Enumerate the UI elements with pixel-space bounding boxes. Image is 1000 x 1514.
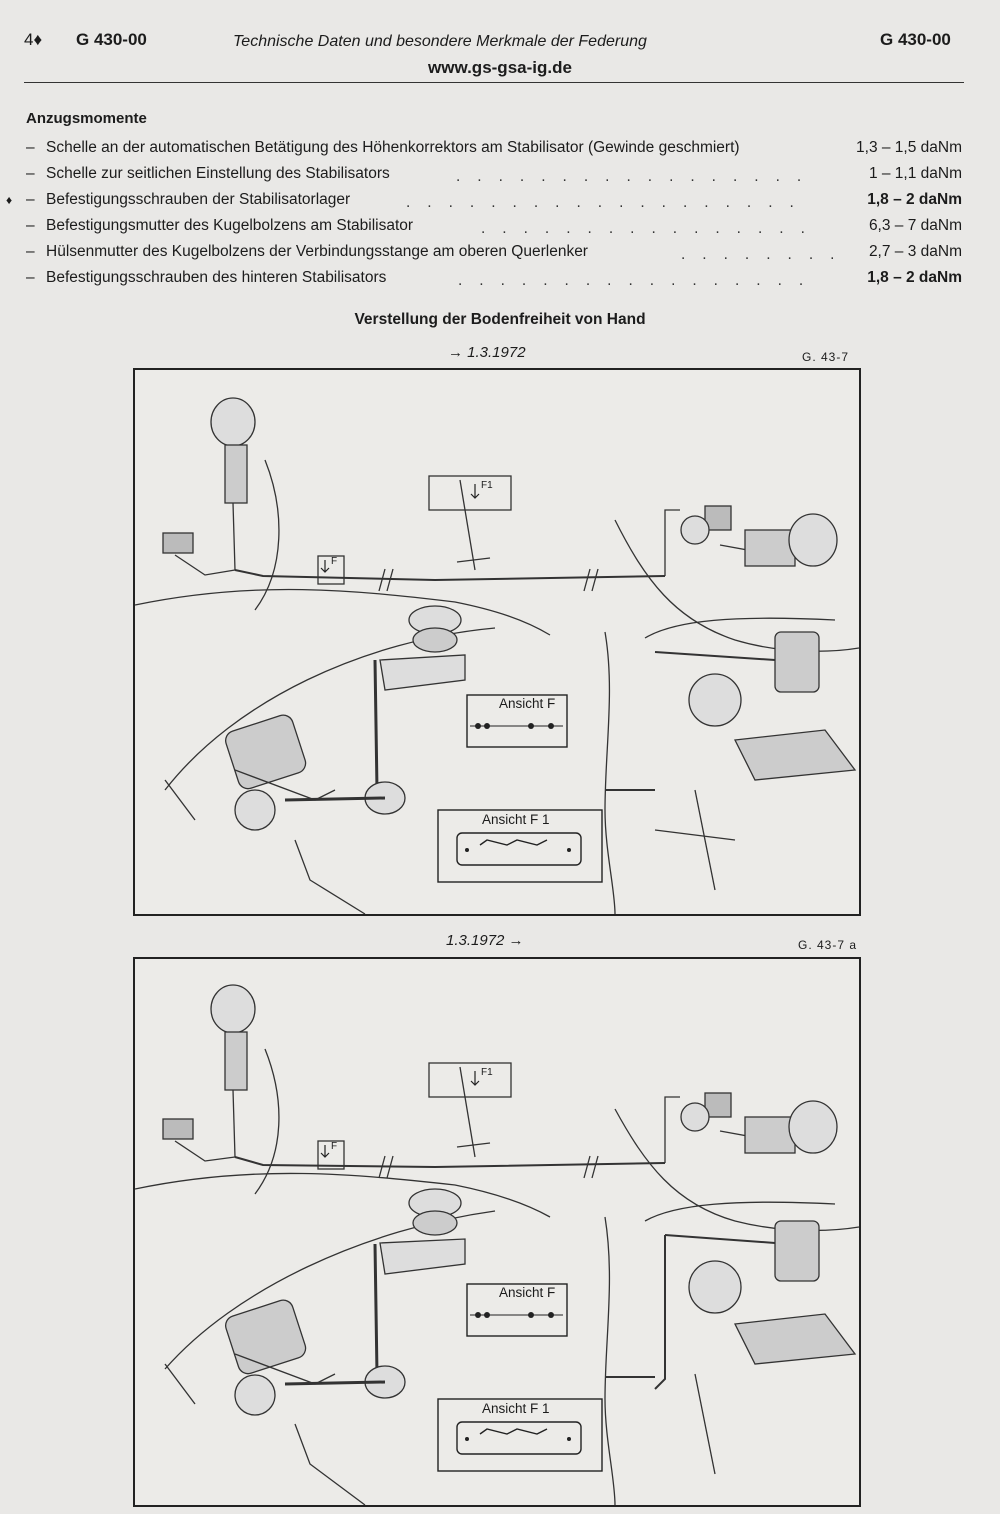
section-heading: Anzugsmomente — [26, 110, 147, 127]
figure-2-caption: 1.3.1972 → — [446, 932, 524, 949]
change-marker: ♦ — [6, 193, 13, 207]
figure-heading: Verstellung der Bodenfreiheit von Hand — [354, 311, 646, 328]
dot-leader: ................... — [406, 194, 811, 211]
torque-row: – Schelle zur seitlichen Einstellung des… — [26, 161, 966, 187]
torque-row: – Befestigungsmutter des Kugelbolzens am… — [26, 213, 966, 239]
suspension-linkage-drawing — [135, 397, 859, 914]
view-f1-label: Ansicht F 1 — [482, 812, 550, 827]
dot-leader: ........ — [681, 246, 852, 263]
list-dash: – — [26, 217, 35, 234]
torque-value: 1,3 – 1,5 daNm — [856, 139, 962, 156]
view-f-label: Ansicht F — [499, 1285, 556, 1300]
torque-value: 2,7 – 3 daNm — [868, 243, 962, 260]
figure-1-caption: → 1.3.1972 — [448, 344, 526, 361]
figure-1-drawing: Ansicht F Ansicht F 1 F F1 — [133, 368, 861, 916]
view-f1-marker: F1 — [481, 480, 493, 491]
dot-leader: ................. — [458, 272, 821, 289]
torque-value: 6,3 – 7 daNm — [868, 217, 962, 234]
torque-description: Befestigungsmutter des Kugelbolzens am S… — [46, 217, 414, 234]
figure-2-drawing: Ansicht F Ansicht F 1 F F1 — [133, 957, 861, 1507]
suspension-linkage-drawing — [135, 984, 859, 1505]
view-f1-marker: F1 — [481, 1067, 493, 1078]
dot-leader: ................ — [481, 220, 822, 237]
torque-row: ♦ – Befestigungsschrauben der Stabilisat… — [6, 187, 966, 213]
website-url: www.gs-gsa-ig.de — [428, 58, 572, 77]
torque-value: 1,8 – 2 daNm — [867, 269, 962, 286]
torque-row: – Hülsenmutter des Kugelbolzens der Verb… — [26, 239, 966, 265]
list-dash: – — [26, 165, 35, 182]
page-number: 4♦ — [24, 30, 43, 49]
list-dash: – — [26, 191, 35, 208]
view-f-marker: F — [331, 1141, 338, 1152]
list-dash: – — [26, 139, 35, 156]
figure-1-id: G. 43-7 — [802, 350, 850, 364]
header-divider — [24, 82, 964, 83]
document-code-left: G 430-00 — [76, 30, 147, 49]
page-title: Technische Daten und besondere Merkmale … — [233, 33, 647, 50]
dot-leader: ................. — [456, 168, 819, 185]
torque-value: 1 – 1,1 daNm — [868, 165, 962, 182]
torque-value: 1,8 – 2 daNm — [867, 191, 962, 208]
list-dash: – — [26, 269, 35, 286]
torque-description: Schelle zur seitlichen Einstellung des S… — [46, 165, 390, 182]
view-f1-label: Ansicht F 1 — [482, 1401, 550, 1416]
torque-row: – Schelle an der automatischen Betätigun… — [26, 135, 966, 161]
view-f-label: Ansicht F — [499, 696, 556, 711]
figure-2-id: G. 43-7 a — [798, 938, 858, 952]
list-dash: – — [26, 243, 35, 260]
torque-row: – Befestigungsschrauben des hinteren Sta… — [26, 265, 966, 291]
view-f-marker: F — [331, 556, 338, 567]
torque-description: Schelle an der automatischen Betätigung … — [46, 139, 740, 156]
torque-description: Hülsenmutter des Kugelbolzens der Verbin… — [46, 243, 588, 260]
torque-description: Befestigungsschrauben der Stabilisatorla… — [46, 191, 351, 208]
document-code-right: G 430-00 — [880, 30, 951, 49]
torque-description: Befestigungsschrauben des hinteren Stabi… — [46, 269, 387, 286]
